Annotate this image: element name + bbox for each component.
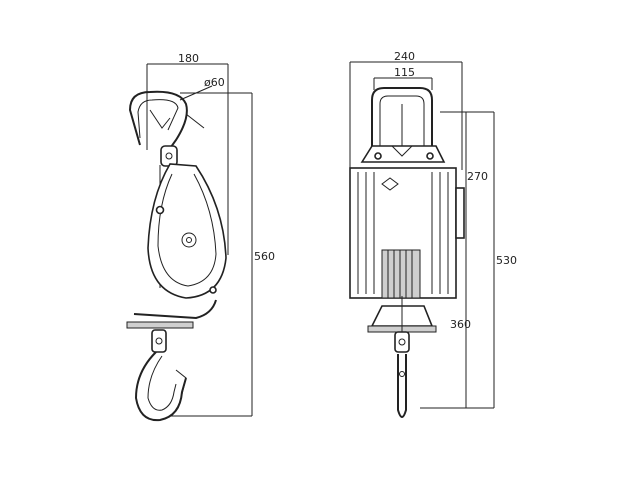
lower-hook-outline (134, 351, 187, 422)
pulley-block-body (147, 163, 227, 299)
block-rivet (155, 205, 165, 215)
side-switch-box (455, 187, 465, 239)
lower-hook-pin (155, 337, 163, 345)
diameter-leader (179, 85, 213, 101)
hook-latch (149, 109, 171, 129)
inner-width-label: 115 (394, 66, 415, 79)
top-hook-inner (137, 99, 179, 139)
right-width-label: 240 (394, 50, 415, 63)
front-hook-pin (398, 338, 406, 346)
lower-dim-label: 360 (450, 318, 471, 331)
lower-hook-inner (147, 355, 177, 411)
block-bolt (209, 286, 217, 294)
hook-block-plate (126, 321, 194, 329)
right-view: 240 115 270 530 360 (349, 50, 517, 418)
pulley-axle (181, 232, 197, 248)
pulley-axle-center (186, 237, 192, 243)
bracket-clamp (391, 145, 413, 157)
left-view: 180 ø60 560 (126, 52, 275, 422)
left-width-label: 180 (178, 52, 199, 65)
bracket-plate (360, 145, 446, 163)
top-frame-inner (379, 95, 425, 150)
rope-curve (133, 299, 217, 320)
drum-windings (387, 250, 413, 298)
left-height-label: 560 (254, 250, 275, 263)
housing-badge (381, 177, 399, 191)
front-hook-body (397, 354, 407, 418)
lower-hook-shank (151, 329, 167, 353)
front-hook-shank (394, 331, 410, 353)
upper-dim-label: 270 (467, 170, 488, 183)
lower-hook-latch (175, 369, 187, 395)
bracket-bolt-right (426, 152, 434, 160)
bracket-bolt-left (374, 152, 382, 160)
pulley-block-inner (157, 173, 217, 287)
hook-diameter-label: ø60 (204, 76, 225, 89)
front-hook-eye (399, 371, 405, 377)
hook-pin-lever (185, 113, 205, 129)
total-dim-label: 530 (496, 254, 517, 267)
swivel-pin (165, 152, 173, 160)
top-hook-outline (128, 90, 188, 155)
swivel-link (160, 145, 178, 167)
top-frame (371, 87, 433, 150)
housing-fins (357, 172, 449, 294)
